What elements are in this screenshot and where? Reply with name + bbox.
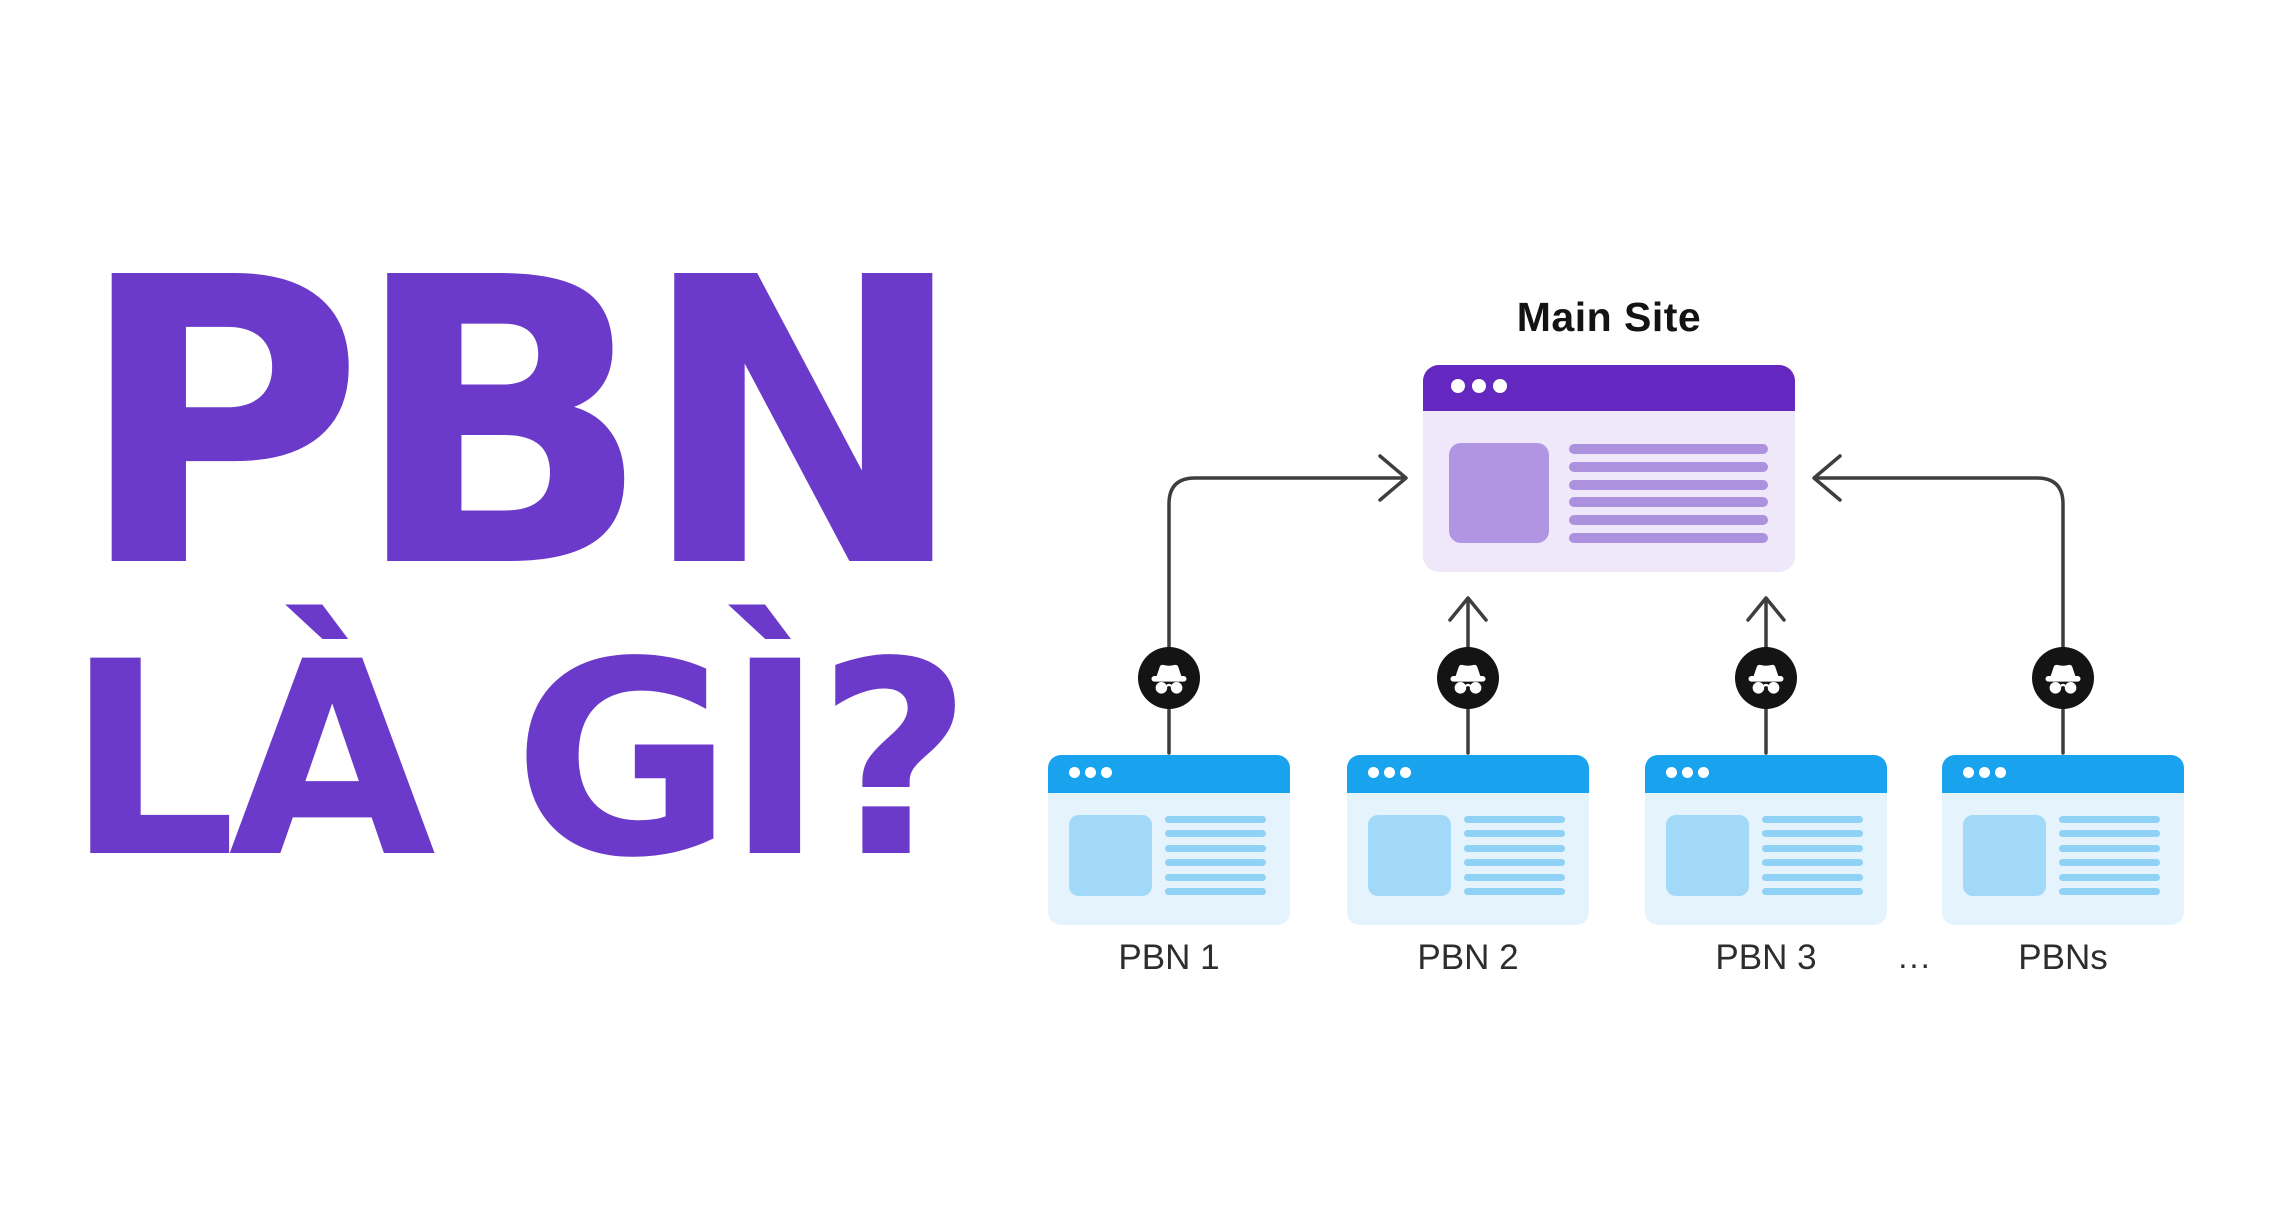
window-control-dots-icon [1451, 378, 1514, 398]
pbns-window [1942, 755, 2184, 925]
incognito-icon [2030, 645, 2096, 711]
main-site-window [1423, 365, 1795, 572]
incognito-icon [1136, 645, 1202, 711]
window-control-dots-icon [1963, 765, 2011, 783]
main-site-window-body [1423, 411, 1795, 572]
arrow-pbn3-to-main [1746, 596, 1786, 755]
pbns-window-body [1942, 793, 2184, 925]
pbn2-window-body [1347, 793, 1589, 925]
pbns-window-header [1942, 755, 2184, 793]
main-site-window-header [1423, 365, 1795, 411]
content-text-lines [1464, 816, 1565, 895]
pbn3-window-body [1645, 793, 1887, 925]
pbn2-label: PBN 2 [1417, 938, 1519, 977]
incognito-icon [1733, 645, 1799, 711]
pbn3-label: PBN 3 [1715, 938, 1817, 977]
incognito-icon [1435, 645, 1501, 711]
main-site-label: Main Site [1516, 294, 1702, 340]
pbn3-window [1645, 755, 1887, 925]
content-text-lines [1165, 816, 1266, 895]
content-thumbnail [1666, 815, 1749, 896]
content-thumbnail [1069, 815, 1152, 896]
content-text-lines [1762, 816, 1863, 895]
content-thumbnail [1963, 815, 2046, 896]
window-control-dots-icon [1368, 765, 1416, 783]
content-thumbnail [1449, 443, 1549, 543]
pbn2-window [1347, 755, 1589, 925]
pbn3-window-header [1645, 755, 1887, 793]
pbns-label: PBNs [2018, 938, 2108, 977]
headline-subtitle: LÀ GÌ? [65, 605, 973, 918]
headline-title: PBN [75, 195, 968, 655]
arrow-pbn2-to-main [1448, 596, 1488, 755]
ellipsis-label: ... [1898, 938, 1932, 975]
content-text-lines [1569, 444, 1768, 543]
window-control-dots-icon [1069, 765, 1117, 783]
content-text-lines [2059, 816, 2160, 895]
pbn1-window-header [1048, 755, 1290, 793]
pbn1-window-body [1048, 793, 1290, 925]
headline: PBN LÀ GÌ? [50, 195, 980, 918]
pbn2-window-header [1347, 755, 1589, 793]
arrow-pbns-to-main [1812, 454, 2065, 755]
window-control-dots-icon [1666, 765, 1714, 783]
arrow-pbn1-to-main [1167, 454, 1408, 755]
content-thumbnail [1368, 815, 1451, 896]
pbn1-window [1048, 755, 1290, 925]
pbn1-label: PBN 1 [1118, 938, 1220, 977]
